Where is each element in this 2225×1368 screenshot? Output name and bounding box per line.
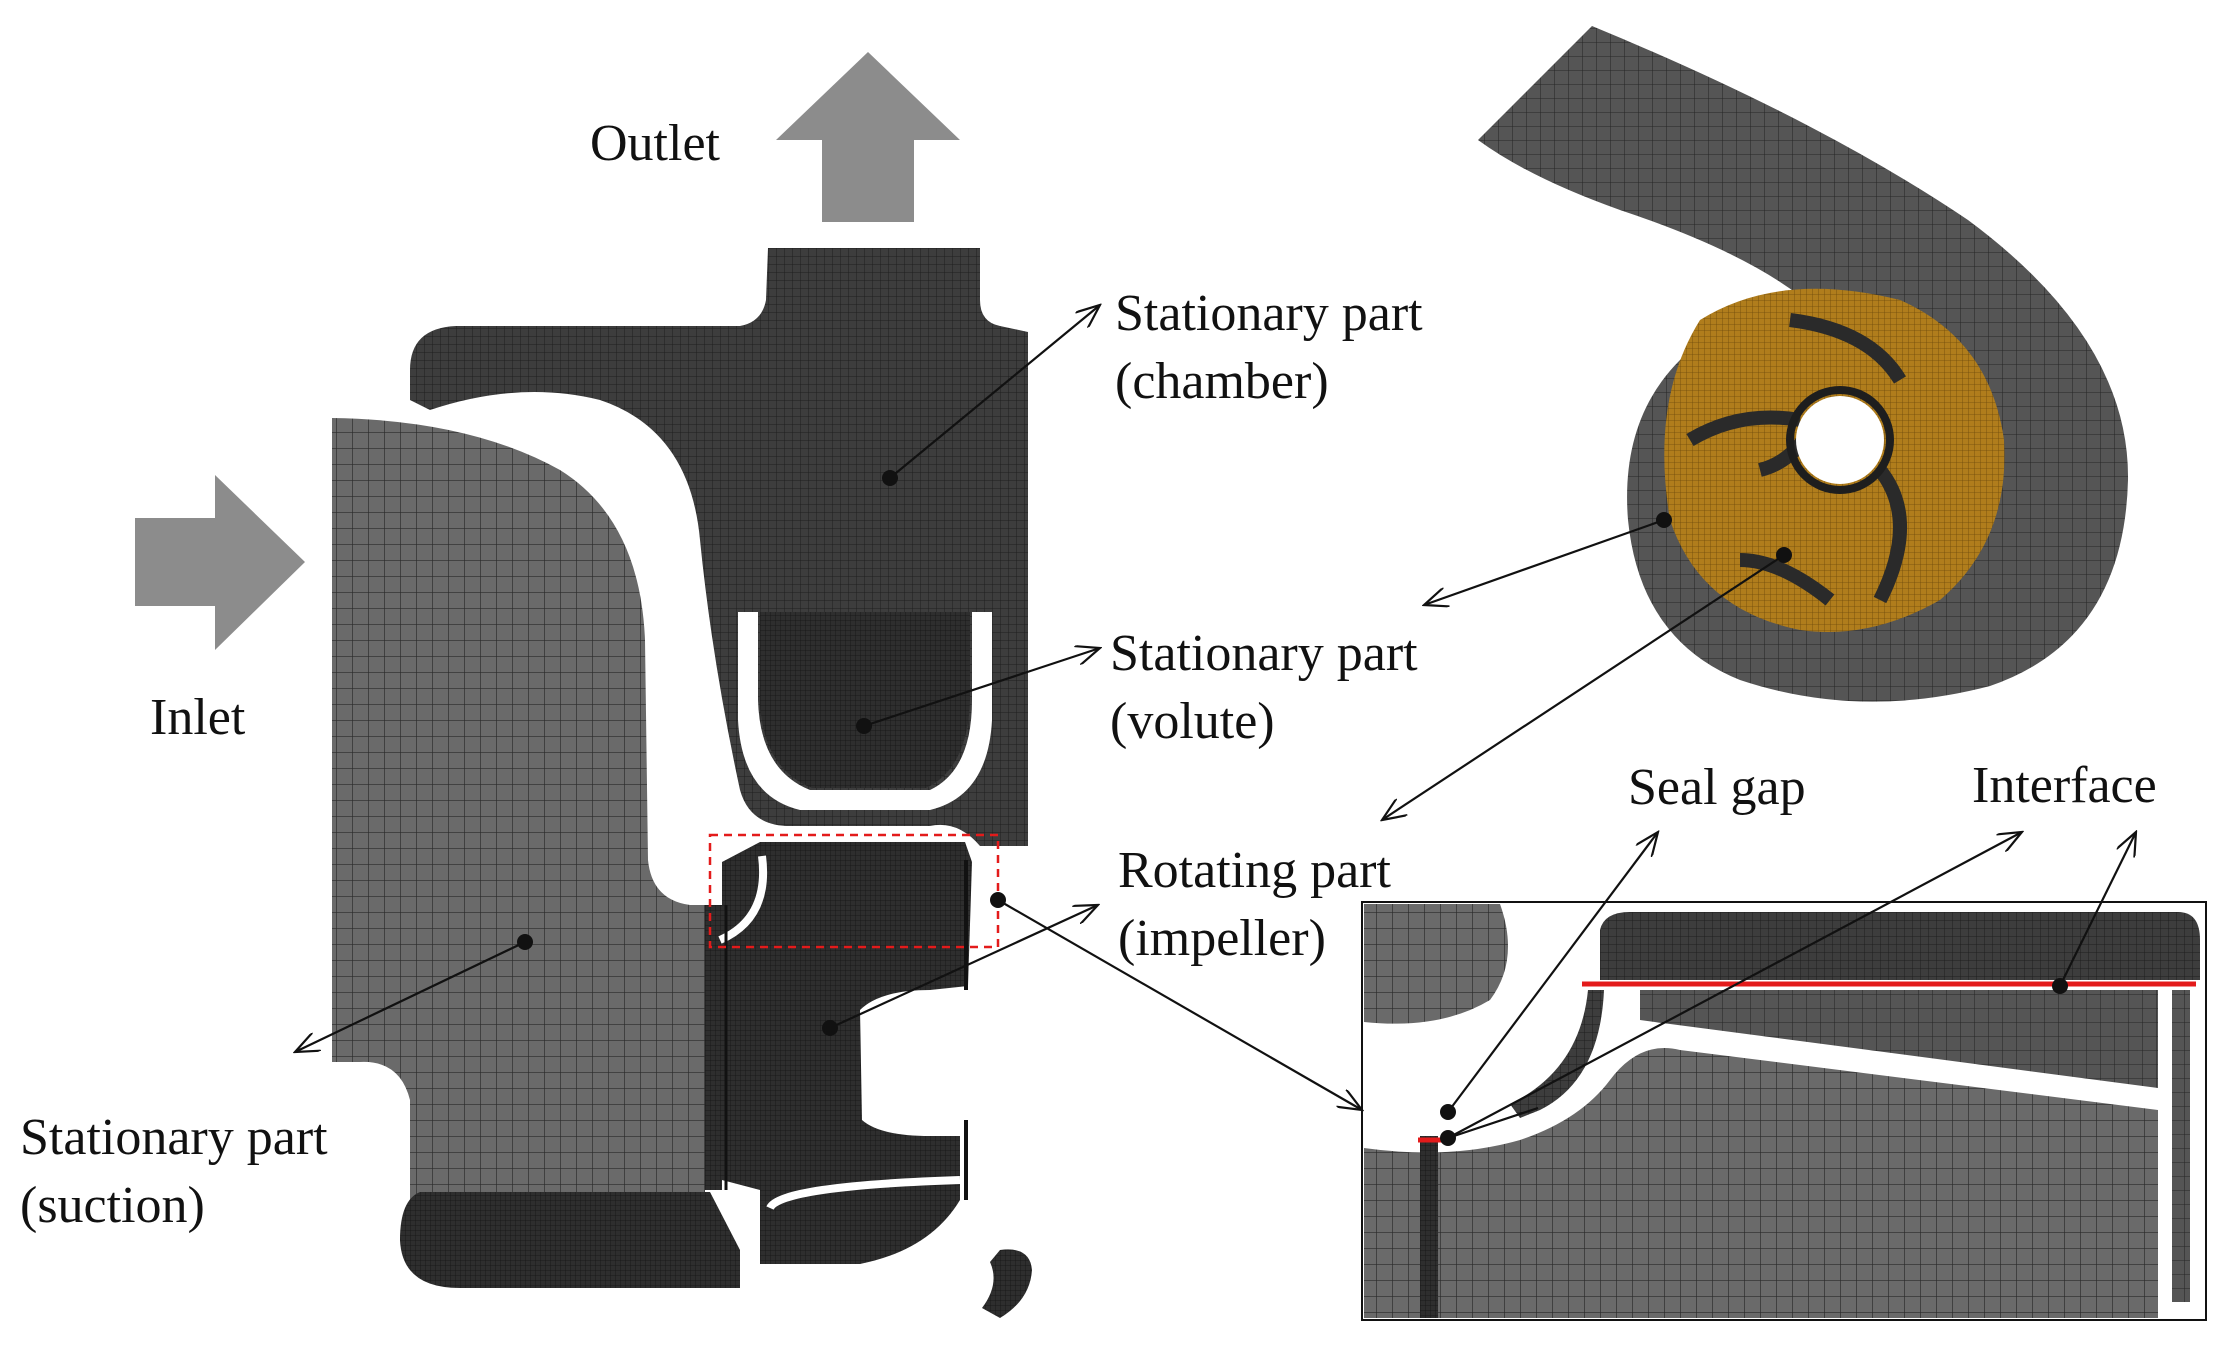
dot-seal-gap-1: [1440, 1104, 1456, 1120]
detail-seal-strip: [1420, 1136, 1438, 1318]
leader-seal-gap-2: [1447, 832, 2022, 1139]
suction-mesh: [332, 418, 705, 1260]
detail-hub-lower: [1364, 1048, 2158, 1318]
dot-interface: [2052, 978, 2068, 994]
seal-gap-label: Seal gap: [1628, 759, 1806, 816]
impeller-3d-hub-edge: [1786, 386, 1894, 494]
dot-suction: [517, 934, 533, 950]
outlet-label: Outlet: [590, 115, 720, 172]
impeller-shroud: [718, 855, 961, 1211]
impeller-label-line2: (impeller): [1118, 910, 1326, 967]
impeller-label-line1: Rotating part: [1118, 842, 1391, 899]
dot-chamber: [882, 470, 898, 486]
leader-3d-impeller: [1382, 554, 1785, 820]
leader-detail: [997, 899, 1362, 1110]
dot-seal-gap-2: [1440, 1130, 1456, 1146]
leader-3d-volute: [1424, 518, 1665, 605]
detail-shroud-band: [1600, 912, 2200, 980]
dot-volute: [856, 718, 872, 734]
leader-impeller: [829, 905, 1098, 1029]
detail-passage-upper: [1640, 990, 2158, 1088]
detail-shroud-sidewall: [1510, 990, 1604, 1118]
leader-seal-gap-1: [1447, 832, 1658, 1113]
impeller-3d-blades: [1686, 313, 1907, 606]
leader-volute: [863, 648, 1100, 728]
leader-interface: [2059, 832, 2136, 987]
volute-label-line1: Stationary part: [1110, 625, 1418, 682]
bottom-right-mesh: [982, 1249, 1032, 1318]
bottom-left-mesh: [400, 1192, 740, 1288]
chamber-label-line1: Stationary part: [1115, 285, 1423, 342]
dot-detail: [990, 892, 1006, 908]
suction-label-line2: (suction): [20, 1177, 205, 1234]
dot-3d-volute: [1656, 512, 1672, 528]
leader-seal-gap-3: [1447, 1106, 1539, 1140]
dot-3d-impeller: [1776, 547, 1792, 563]
dot-impeller: [822, 1020, 838, 1036]
outlet-arrow: [776, 52, 960, 222]
volute-mesh: [760, 612, 970, 788]
leader-chamber: [889, 305, 1100, 479]
detail-region-box: [708, 833, 1000, 949]
detail-upper-left-mesh: [1364, 904, 1508, 1024]
inlet-arrow: [135, 475, 305, 650]
detail-right-strip: [2172, 990, 2190, 1302]
impeller-mesh: [705, 842, 972, 1264]
suction-label: Stationary part (suction): [20, 1112, 328, 1232]
suction-label-line1: Stationary part: [20, 1109, 328, 1166]
volute-label-line2: (volute): [1110, 693, 1275, 750]
chamber-label: Stationary part (chamber): [1115, 288, 1423, 408]
chamber-label-line2: (chamber): [1115, 353, 1329, 410]
impeller-label: Rotating part (impeller): [1118, 845, 1391, 965]
impeller-3d-hub: [1796, 396, 1884, 484]
volute-label: Stationary part (volute): [1110, 628, 1418, 748]
inlet-label: Inlet: [150, 689, 246, 746]
leader-suction: [295, 941, 526, 1052]
interface-label: Interface: [1972, 757, 2157, 814]
